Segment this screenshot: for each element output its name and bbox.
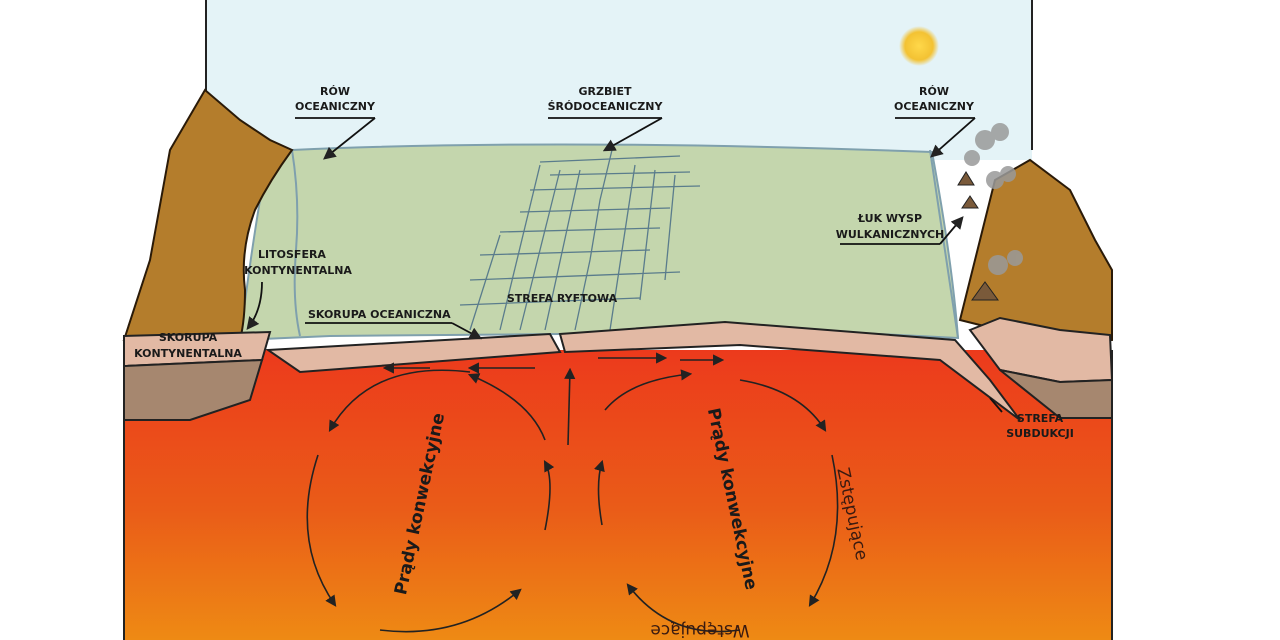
label-subduction-2: SUBDUKCJI [1006, 427, 1074, 440]
label-rift-zone: STREFA RYFTOWA [507, 292, 618, 305]
label-continental-crust-1: SKORUPA [159, 331, 218, 344]
label-trench-right-2: OCEANICZNY [894, 100, 975, 113]
label-trench-right-1: RÓW [919, 85, 949, 98]
label-continental-crust-2: KONTYNENTALNA [134, 347, 242, 360]
label-ascending: Wstępujące [650, 620, 749, 640]
sun-icon [899, 26, 939, 66]
label-oceanic-crust: SKORUPA OCEANICZNA [308, 308, 451, 321]
label-ridge-2: ŚRÓDOCEANICZNY [548, 100, 664, 113]
label-continental-lithosphere-2: KONTYNENTALNA [244, 264, 352, 277]
sky [206, 0, 1032, 160]
label-trench-left-2: OCEANICZNY [295, 100, 376, 113]
continent-right [960, 160, 1112, 345]
label-subduction-1: STREFA [1017, 412, 1064, 425]
label-trench-left-1: RÓW [320, 85, 350, 98]
label-volcanic-arc-1: ŁUK WYSP [857, 212, 922, 225]
label-continental-lithosphere-1: LITOSFERA [258, 248, 326, 261]
label-volcanic-arc-2: WULKANICZNYCH [836, 228, 945, 241]
mantle [124, 350, 1112, 640]
label-ridge-1: GRZBIET [579, 85, 632, 98]
